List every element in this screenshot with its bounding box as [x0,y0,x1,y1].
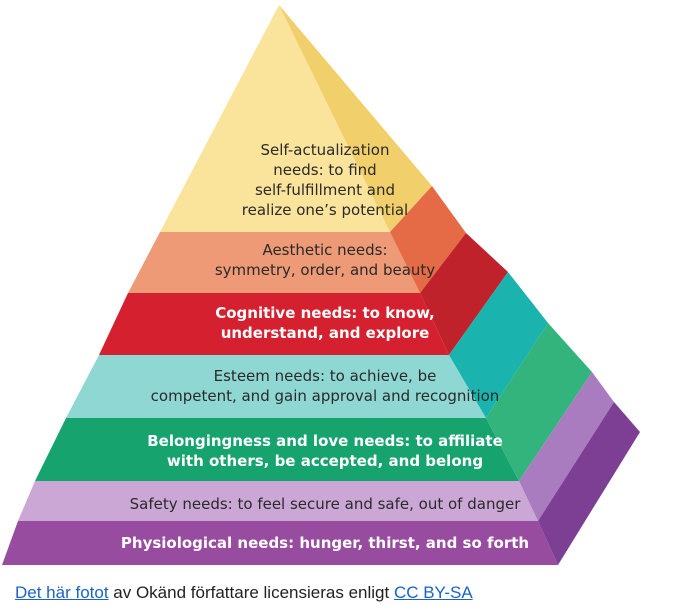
label-self-actualization: Self-actualization needs: to find self-f… [0,140,650,220]
label-line: needs: to find [273,161,377,179]
label-line: self-fulfillment and [254,181,396,199]
label-line: Self-actualization [260,141,390,159]
label-cognitive: Cognitive needs: to know, understand, an… [0,303,650,343]
label-safety: Safety needs: to feel secure and safe, o… [0,494,650,514]
photo-link[interactable]: Det här fotot [15,583,109,602]
label-line: Aesthetic needs: [262,241,388,259]
label-line: realize one’s potential [241,201,409,219]
label-aesthetic: Aesthetic needs: symmetry, order, and be… [0,240,650,280]
label-line: Physiological needs: hunger, thirst, and… [120,534,530,552]
level-belongingness-front [35,418,519,481]
label-line: understand, and explore [220,324,430,342]
level-physiological-side [538,402,640,565]
level-self-actualization-side [279,5,432,232]
image-credit-caption: Det här fotot av Okänd författare licens… [15,583,473,603]
label-line: symmetry, order, and beauty [214,261,436,279]
level-self-actualization-front [160,5,390,232]
level-aesthetic-front [128,232,420,293]
label-line: competent, and gain approval and recogni… [150,387,500,405]
label-line: Belongingness and love needs: to affilia… [147,432,503,450]
caption-text: av Okänd författare licensieras enligt [108,583,394,602]
level-esteem-side [449,272,548,418]
level-cognitive-front [99,293,449,355]
level-esteem-front [66,355,486,418]
level-physiological-front [2,521,558,565]
label-esteem: Esteem needs: to achieve, be competent, … [0,366,650,406]
label-physiological: Physiological needs: hunger, thirst, and… [0,533,650,553]
label-line: Esteem needs: to achieve, be [213,367,437,385]
label-line: with others, be accepted, and belong [166,452,484,470]
maslow-pyramid [2,5,640,565]
label-line: Safety needs: to feel secure and safe, o… [129,495,521,513]
level-belongingness-side [486,323,592,481]
label-belongingness: Belongingness and love needs: to affilia… [0,431,650,471]
level-safety-front [18,481,538,521]
level-cognitive-side [420,233,508,355]
license-link[interactable]: CC BY-SA [393,583,473,602]
level-aesthetic-side [390,186,466,293]
label-line: Cognitive needs: to know, [215,304,435,322]
level-safety-side [519,372,614,521]
